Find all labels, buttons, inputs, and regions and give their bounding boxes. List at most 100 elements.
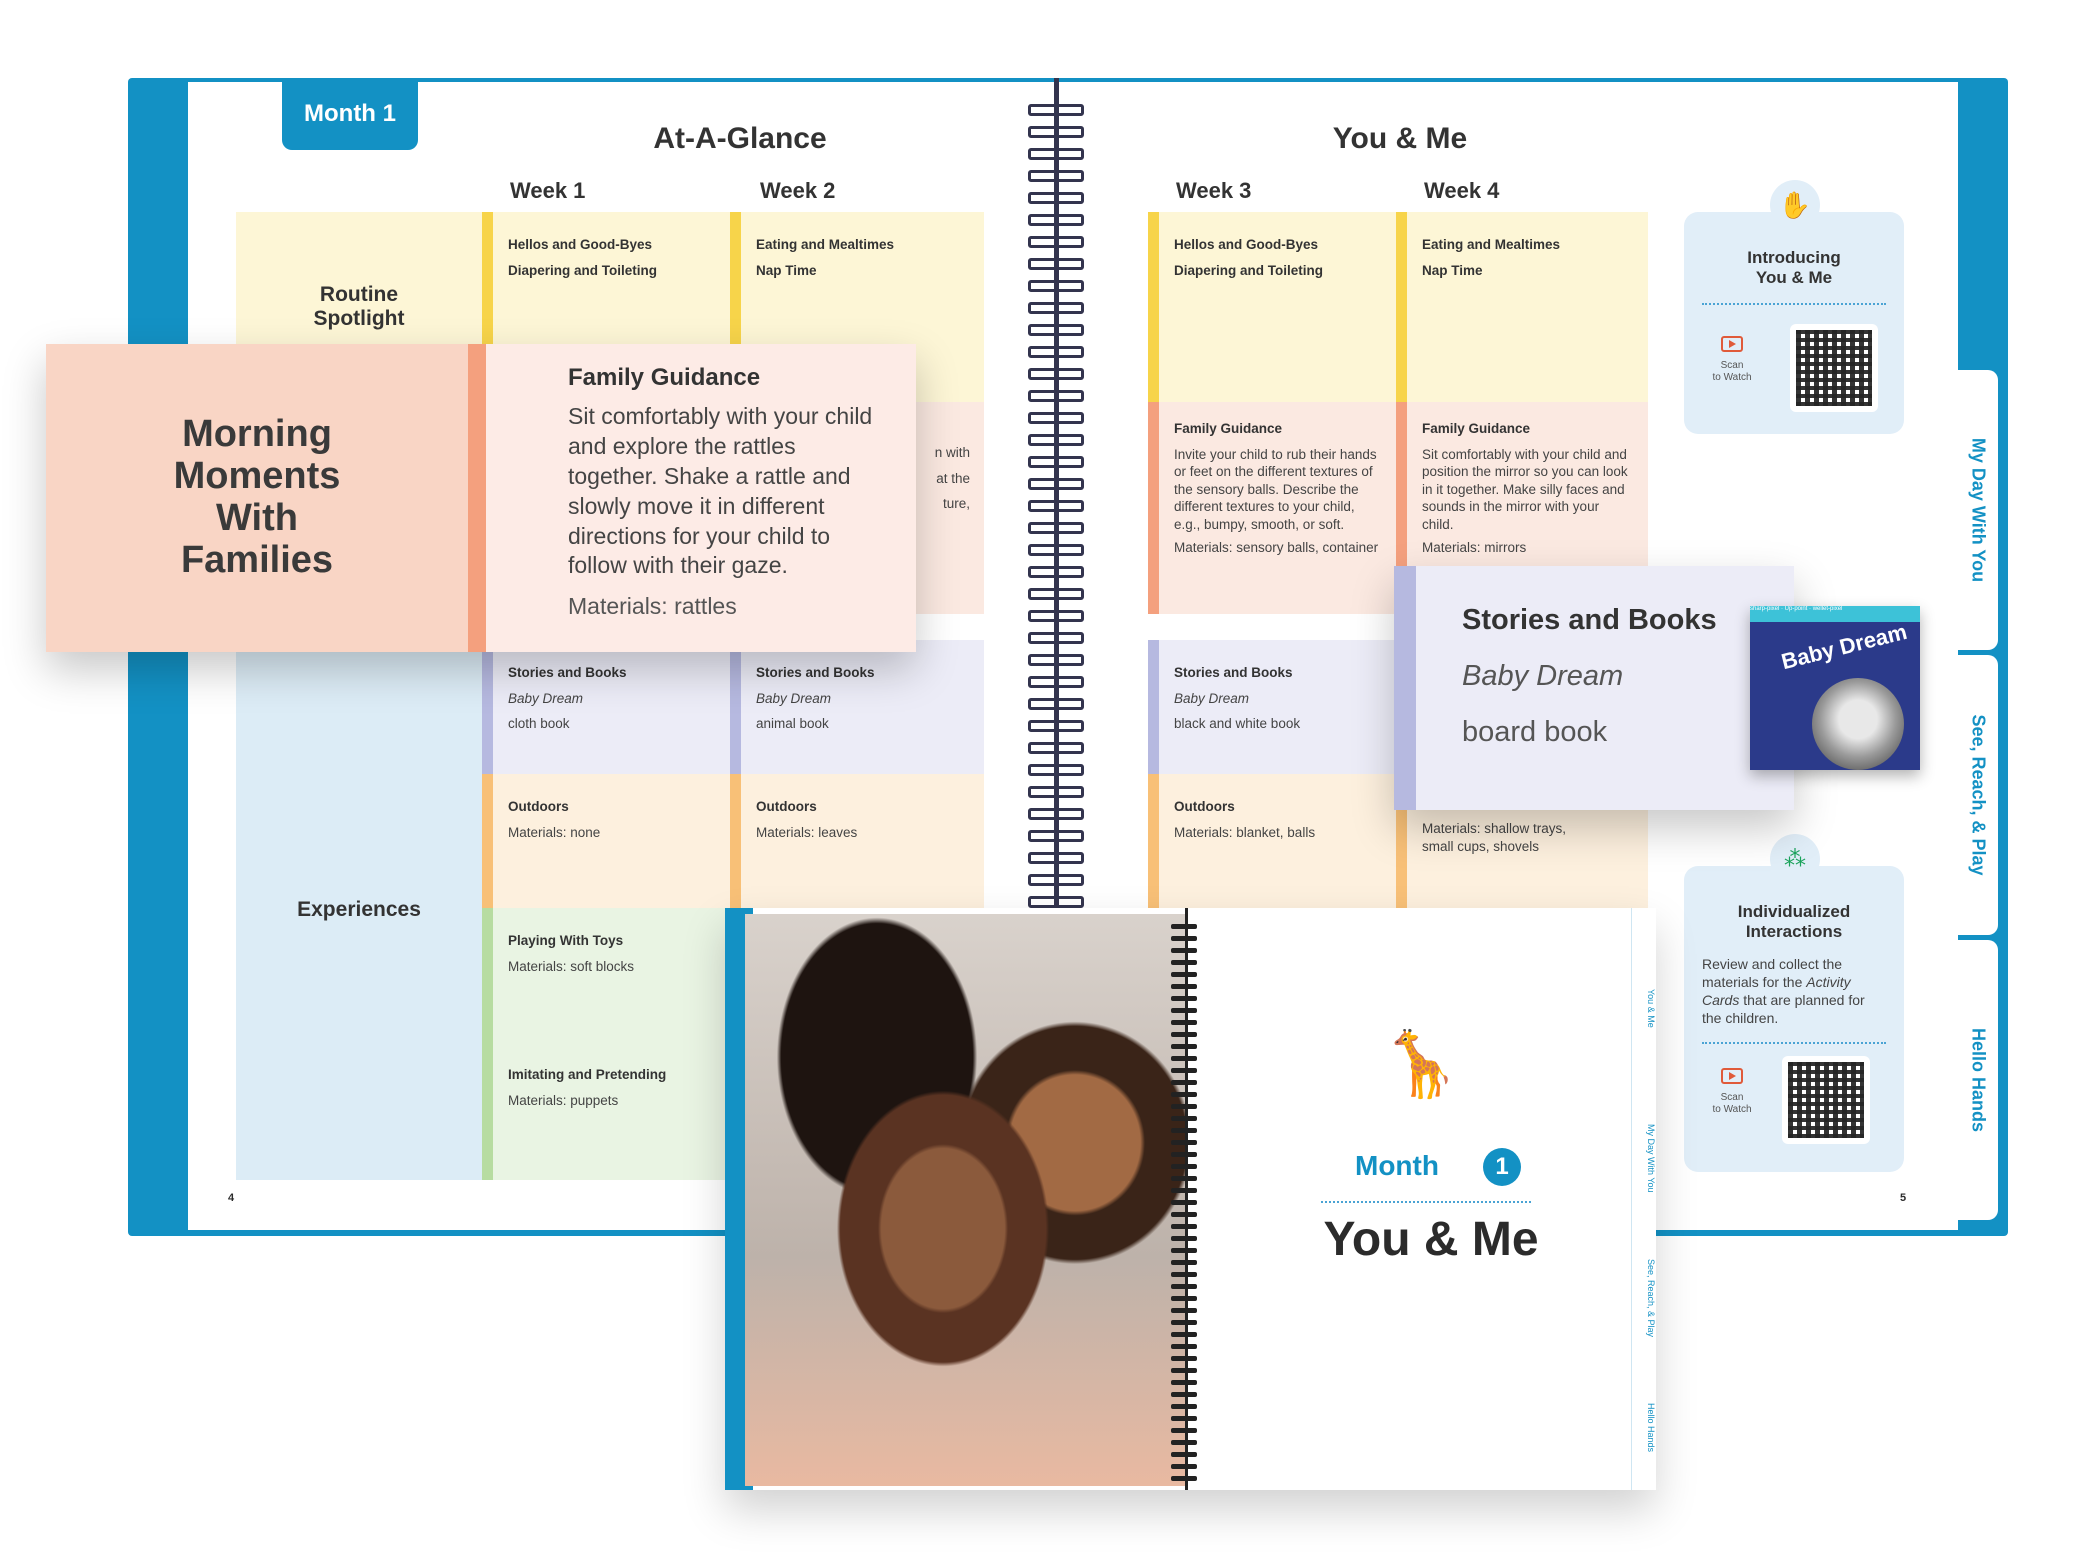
booklet-spiral-ring: [1171, 1092, 1197, 1097]
cell-title: Imitating and Pretending: [508, 1067, 667, 1082]
month-tab[interactable]: Month 1: [282, 78, 418, 150]
card-text-italic: Activity Cards: [1702, 973, 1851, 1009]
tab-see-reach-play[interactable]: See, Reach, & Play: [1958, 655, 1998, 935]
booklet-spiral-ring: [1171, 1128, 1197, 1133]
cell-detail: Materials: none: [508, 824, 601, 840]
booklet-spiral-ring: [1171, 1392, 1197, 1397]
cell-title: Stories and Books: [508, 665, 627, 680]
qr-code-icon[interactable]: [1782, 1056, 1870, 1144]
cover-banner: sharp-pixel · Up-point · wellet-pixel: [1750, 606, 1920, 622]
tab-hello-hands[interactable]: Hello Hands: [1958, 940, 1998, 1220]
booklet-spiral-ring: [1171, 1044, 1197, 1049]
tab-my-day-with-you[interactable]: My Day With You: [1958, 370, 1998, 650]
callout-text: Sit comfortably with your child and expl…: [568, 403, 873, 579]
card-title: Individualized Interactions: [1737, 902, 1851, 942]
cover-title: Baby Dream: [1778, 618, 1910, 675]
booklet-spiral-ring: [1171, 1188, 1197, 1193]
booklet-spiral-ring: [1171, 1140, 1197, 1145]
scan-to-watch-1[interactable]: Scan to Watch: [1702, 336, 1762, 384]
right-page-number: 5: [1900, 1192, 1907, 1204]
booklet-spiral-ring: [1171, 1248, 1197, 1253]
card-divider: [1702, 302, 1886, 305]
tab-label: My Day With You: [1968, 437, 1989, 583]
playing-with-toys-cell: Playing With Toys Materials: soft blocks: [482, 908, 730, 1042]
people-group-icon: ⁂: [1770, 834, 1820, 884]
cell-text: Invite your child to rub their hands or …: [1174, 446, 1377, 532]
week-3-stories-cell: Stories and Books Baby Dream black and w…: [1148, 640, 1396, 774]
booklet-spiral-ring: [1171, 1416, 1197, 1421]
booklet-spiral-ring: [1171, 1452, 1197, 1457]
callout-detail: board book: [1462, 716, 1608, 748]
week-4-routine-cell: Eating and Mealtimes Nap Time: [1396, 212, 1648, 402]
booklet-month-label: Month: [1355, 1150, 1439, 1181]
booklet-spiral-ring: [1171, 1464, 1197, 1469]
tab-label: Hello Hands: [1968, 1027, 1989, 1133]
cell-title: Stories and Books: [756, 665, 875, 680]
booklet-spiral-ring: [1171, 1008, 1197, 1013]
book-title: Baby Dream: [508, 690, 584, 706]
play-video-icon: [1721, 336, 1743, 352]
scan-label: Scan to Watch: [1712, 1092, 1752, 1115]
booklet-spiral-ring: [1171, 1176, 1197, 1181]
routine-item: Diapering and Toileting: [508, 262, 658, 278]
tab-label: See, Reach, & Play: [1968, 714, 1989, 876]
experiences-label: Experiences: [236, 640, 482, 1180]
callout-label: Morning Moments With Families: [46, 344, 468, 652]
booklet-spiral-ring: [1171, 1320, 1197, 1325]
booklet-spiral-ring: [1171, 1080, 1197, 1085]
stories-books-callout: Stories and Books Baby Dream board book: [1394, 566, 1794, 810]
booklet-spiral-ring: [1171, 1404, 1197, 1409]
giraffe-toy-icon: 🦒: [1381, 1027, 1461, 1100]
cell-detail: Materials: puppets: [508, 1092, 619, 1108]
booklet-spiral-ring: [1171, 936, 1197, 941]
booklet-spiral-ring: [1171, 1368, 1197, 1373]
booklet-tab[interactable]: Hello Hands: [1646, 1403, 1656, 1453]
week-3-family-guidance-cell: Family Guidance Invite your child to rub…: [1148, 402, 1396, 614]
booklet-spiral-ring: [1171, 1236, 1197, 1241]
cell-title: Family Guidance: [1422, 421, 1531, 436]
cell-materials: Materials: sensory balls, container: [1174, 540, 1379, 556]
booklet-spiral-ring: [1171, 1476, 1197, 1481]
cell-detail: cloth book: [508, 716, 570, 732]
mother-and-baby-photo: [745, 914, 1185, 1486]
callout-materials: Materials: rattles: [568, 593, 737, 620]
booklet-tab[interactable]: You & Me: [1646, 988, 1656, 1028]
spiral-spine: [1054, 78, 1059, 908]
booklet-spiral-ring: [1171, 1056, 1197, 1061]
booklet-tab[interactable]: My Day With You: [1646, 1123, 1656, 1193]
cell-text: Sit comfortably with your child and posi…: [1422, 446, 1628, 532]
booklet-spiral-ring: [1171, 1200, 1197, 1205]
routine-item: Eating and Mealtimes: [756, 237, 895, 252]
booklet-spiral-ring: [1171, 1068, 1197, 1073]
callout-color-bar: [468, 344, 486, 652]
cell-title: Outdoors: [756, 799, 817, 814]
callout-color-bar: [1394, 566, 1416, 810]
card-text-part: Review and collect the materials for the: [1702, 955, 1843, 990]
cell-detail: animal book: [756, 716, 829, 732]
qr-code-icon[interactable]: [1790, 324, 1878, 412]
baby-photo: [1812, 678, 1904, 770]
cell-detail: Materials: leaves: [756, 824, 858, 840]
scan-label: Scan to Watch: [1712, 360, 1752, 383]
week-2-outdoors-cell: Outdoors Materials: leaves: [730, 774, 984, 908]
scan-to-watch-2[interactable]: Scan to Watch: [1702, 1068, 1762, 1116]
routine-item: Nap Time: [756, 262, 817, 278]
booklet-month-number: 1: [1483, 1148, 1521, 1186]
booklet-spiral-ring: [1171, 1104, 1197, 1109]
booklet-spiral-ring: [1171, 1212, 1197, 1217]
cell-title: Stories and Books: [1174, 665, 1293, 680]
week-2-header: Week 2: [760, 178, 836, 203]
callout-title: Stories and Books: [1462, 604, 1717, 636]
booklet-spiral-ring: [1171, 1272, 1197, 1277]
imitating-pretending-cell: Imitating and Pretending Materials: pupp…: [482, 1042, 730, 1180]
cell-title: Family Guidance: [1174, 421, 1283, 436]
wave-hand-icon: ✋: [1770, 180, 1820, 230]
cell-detail: Materials: blanket, balls: [1174, 824, 1316, 840]
cell-title: Outdoors: [1174, 799, 1235, 814]
booklet-spiral-ring: [1171, 1308, 1197, 1313]
card-text-part: that are planned for the children.: [1702, 992, 1865, 1027]
week-1-stories-cell: Stories and Books Baby Dream cloth book: [482, 640, 730, 774]
routine-item: Hellos and Good-Byes: [508, 237, 653, 252]
card-title: Introducing You & Me: [1747, 248, 1841, 288]
booklet-tab[interactable]: See, Reach, & Play: [1646, 1258, 1656, 1338]
